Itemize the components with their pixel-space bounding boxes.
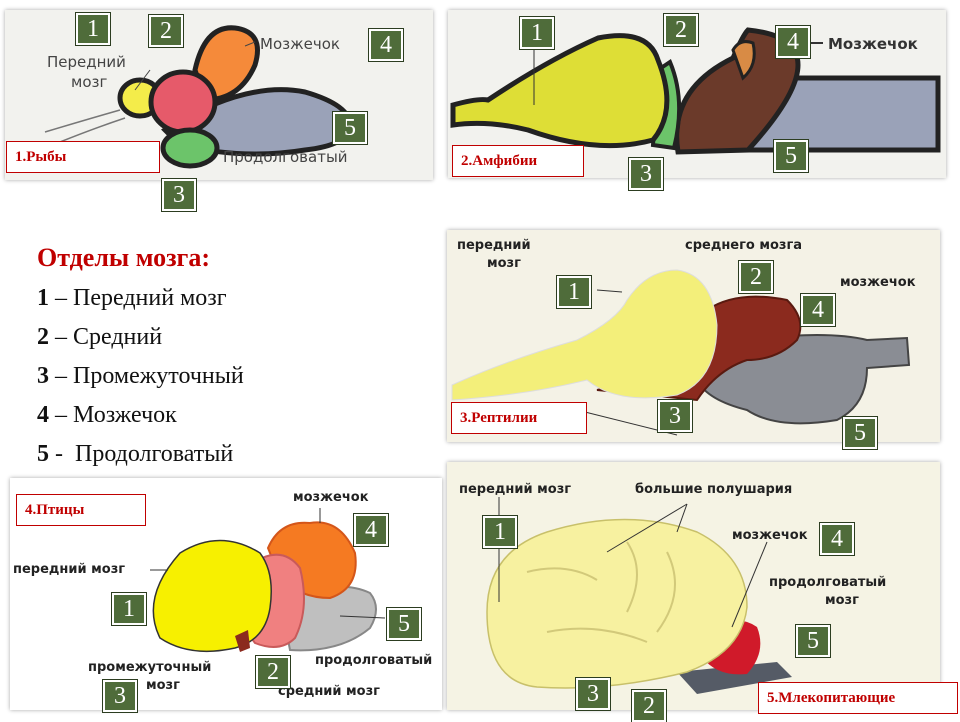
reptile-label-forebrain-2: мозг — [487, 256, 521, 271]
reptile-number-2: 2 — [738, 260, 774, 294]
amphibian-label-cerebellum: Мозжечок — [828, 35, 918, 53]
amphibian-caption: 2.Амфибии — [452, 145, 584, 177]
mammal-label-medulla-1: продолговатый — [769, 575, 887, 590]
reptile-number-4: 4 — [800, 293, 836, 327]
bird-number-5: 5 — [386, 607, 422, 641]
fish-number-1: 1 — [75, 12, 111, 46]
reptile-label-forebrain-1: передний — [457, 238, 531, 253]
fish-label-forebrain-2: мозг — [71, 73, 108, 91]
amphibian-number-4: 4 — [775, 25, 811, 59]
mammal-number-3: 3 — [575, 677, 611, 711]
mammal-number-4: 4 — [819, 522, 855, 556]
mammal-label-medulla-2: мозг — [825, 593, 859, 608]
fish-number-5: 5 — [332, 111, 368, 145]
mammal-forebrain — [486, 518, 748, 689]
bird-label-forebrain: передний мозг — [13, 562, 126, 577]
reptile-label-midbrain: среднего мозга — [685, 238, 803, 253]
fish-number-2: 2 — [148, 14, 184, 48]
mammal-number-1: 1 — [482, 515, 518, 549]
mammal-number-2: 2 — [631, 689, 667, 722]
panel-fish: Передний мозг Мозжечок Продолговатый — [5, 10, 433, 180]
bird-forebrain — [152, 539, 272, 653]
bird-label-midbrain: средний мозг — [278, 684, 380, 699]
fish-diencephalon — [160, 127, 220, 169]
mammal-number-5: 5 — [795, 624, 831, 658]
reptile-number-5: 5 — [842, 416, 878, 450]
fish-brain-illustration — [44, 25, 353, 169]
legend-item: 5 - Продолговатый — [37, 441, 234, 467]
mammal-label-forebrain: передний мозг — [459, 482, 572, 497]
fish-cerebellum — [192, 25, 260, 103]
bird-label-cerebellum: мозжечок — [293, 490, 369, 505]
brain-sections-legend: Отделы мозга: 1 – Передний мозг 2 – Сред… — [37, 243, 244, 478]
amphibian-number-2: 2 — [663, 13, 699, 47]
mammal-medulla — [677, 662, 792, 694]
bird-diencephalon — [235, 630, 250, 652]
bird-number-4: 4 — [353, 513, 389, 547]
amphibian-number-5: 5 — [773, 139, 809, 173]
bird-number-3: 3 — [102, 679, 138, 713]
bird-label-diencephalon-2: мозг — [146, 678, 180, 693]
amphibian-cerebellum — [731, 40, 756, 81]
bird-brain-illustration — [150, 508, 386, 653]
bird-label-diencephalon-1: промежуточный — [88, 660, 212, 675]
amphibian-brain-illustration — [450, 27, 941, 155]
amphibian-number-1: 1 — [519, 16, 555, 50]
amphibian-forebrain — [450, 33, 670, 149]
reptile-number-1: 1 — [556, 275, 592, 309]
panel-mammals: передний мозг большие полушария мозжечок… — [447, 462, 940, 710]
reptile-forebrain — [451, 269, 718, 401]
fish-label-forebrain-1: Передний — [47, 53, 126, 71]
legend-item: 4 – Мозжечок — [37, 402, 177, 428]
legend-title: Отделы мозга: — [37, 243, 211, 272]
bird-label-medulla: продолговатый — [315, 653, 433, 668]
reptile-label-cerebellum: мозжечок — [840, 275, 916, 290]
fish-label-medulla: Продолговатый — [223, 148, 348, 166]
fish-caption: 1.Рыбы — [6, 141, 160, 173]
mammal-label-hemispheres: большие полушария — [635, 482, 793, 497]
amphibian-number-3: 3 — [628, 157, 664, 191]
fish-number-4: 4 — [368, 28, 404, 62]
mammal-brain-illustration — [486, 497, 792, 694]
bird-number-2: 2 — [255, 655, 291, 689]
bird-caption: 4.Птицы — [16, 494, 146, 526]
fish-midbrain — [148, 69, 218, 135]
legend-item: 1 – Передний мозг — [37, 285, 227, 311]
legend-item: 2 – Средний — [37, 324, 163, 350]
reptile-number-3: 3 — [657, 399, 693, 433]
fish-number-3: 3 — [161, 178, 197, 212]
fish-label-cerebellum: Мозжечок — [260, 35, 340, 53]
mammal-label-cerebellum: мозжечок — [732, 528, 808, 543]
amphibian-midbrain — [674, 27, 801, 155]
legend-item: 3 – Промежуточный — [37, 363, 244, 389]
reptile-caption: 3.Рептилии — [451, 402, 587, 434]
bird-number-1: 1 — [111, 592, 147, 626]
mammal-caption: 5.Млекопитающие — [758, 682, 958, 714]
